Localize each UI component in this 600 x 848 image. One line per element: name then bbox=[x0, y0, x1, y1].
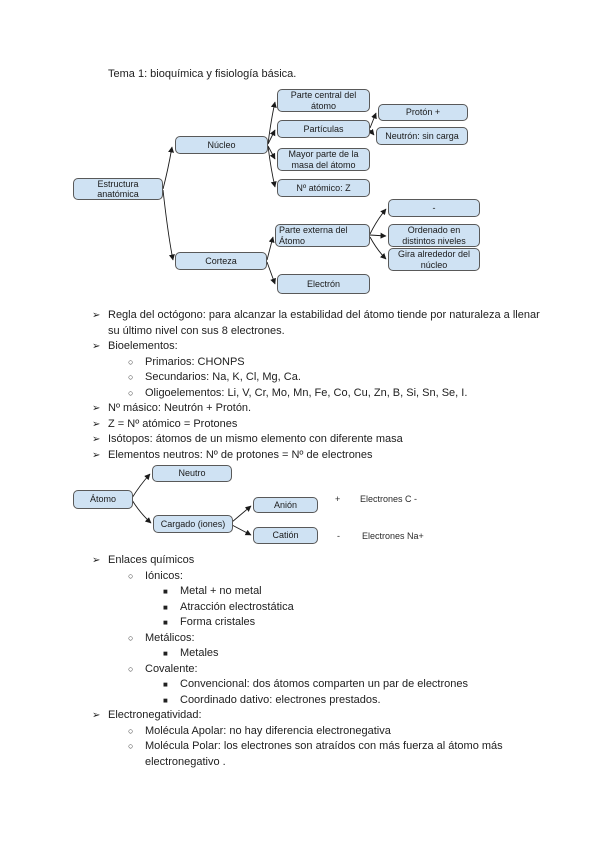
cation-annotation: - Electrones Na+ bbox=[337, 531, 424, 541]
list-item: ➢Regla del octógono: para alcanzar la es… bbox=[92, 308, 548, 339]
bullet-circle: ○ bbox=[128, 741, 134, 751]
bullet-circle: ○ bbox=[128, 632, 134, 643]
notes-top: ➢Regla del octógono: para alcanzar la es… bbox=[92, 308, 548, 463]
node-gira-alrededor: Gira alrededor del núcleo bbox=[388, 248, 480, 271]
node-anion: Anión bbox=[253, 497, 318, 513]
node-mayor-parte-masa: Mayor parte de la masa del átomo bbox=[277, 148, 370, 171]
bullet-square: ■ bbox=[163, 602, 168, 612]
list-item: ➢Enlaces químicos bbox=[92, 553, 548, 569]
node-cargado-iones: Cargado (iones) bbox=[153, 515, 233, 533]
list-item: ➢Z = Nº atómico = Protones bbox=[92, 417, 548, 433]
bullet-square: ■ bbox=[163, 618, 168, 627]
bullet-circle: ○ bbox=[128, 387, 134, 398]
bullet-arrow: ➢ bbox=[92, 418, 101, 430]
list-item: ○Molécula Polar: los electrones son atra… bbox=[128, 739, 548, 770]
bullet-circle: ○ bbox=[128, 663, 134, 674]
list-item: ○Iónicos: bbox=[128, 569, 548, 585]
minus-sign: - bbox=[337, 531, 340, 541]
list-item: ○Secundarios: Na, K, Cl, Mg, Ca. bbox=[128, 370, 548, 386]
bullet-square: ■ bbox=[163, 649, 168, 658]
node-neutro: Neutro bbox=[152, 465, 232, 482]
list-item: ○Metálicos: bbox=[128, 631, 548, 647]
node-estructura-anatomica: Estructura anatómica bbox=[73, 178, 163, 200]
list-item: ➢Bioelementos: bbox=[92, 339, 548, 355]
list-item: ■Convencional: dos átomos comparten un p… bbox=[163, 677, 548, 693]
bullet-arrow: ➢ bbox=[92, 710, 101, 721]
node-electron: Electrón bbox=[277, 274, 370, 294]
node-numero-atomico: Nº atómico: Z bbox=[277, 179, 370, 197]
bullet-square: ■ bbox=[163, 695, 168, 705]
node-carga-negativa: - bbox=[388, 199, 480, 217]
bullet-arrow: ➢ bbox=[92, 403, 101, 414]
list-item: ➢Elementos neutros: Nº de protones = Nº … bbox=[92, 448, 548, 464]
node-ordenado-niveles: Ordenado en distintos niveles bbox=[388, 224, 480, 247]
page-title: Tema 1: bioquímica y fisiología básica. bbox=[108, 68, 297, 80]
node-atomo: Átomo bbox=[73, 490, 133, 509]
node-neutron: Neutrón: sin carga bbox=[376, 127, 468, 145]
bullet-circle: ○ bbox=[128, 725, 134, 736]
list-item: ○Covalente: bbox=[128, 662, 548, 678]
list-item: ■Coordinado dativo: electrones prestados… bbox=[163, 693, 548, 709]
bullet-square: ■ bbox=[163, 587, 168, 596]
list-item: ➢Nº másico: Neutrón + Protón. bbox=[92, 401, 548, 417]
bullet-circle: ○ bbox=[128, 570, 134, 581]
list-item: ■Forma cristales bbox=[163, 615, 548, 631]
list-item: ■Atracción electrostática bbox=[163, 600, 548, 616]
list-item: ■Metal + no metal bbox=[163, 584, 548, 600]
node-nucleo: Núcleo bbox=[175, 136, 268, 154]
node-corteza: Corteza bbox=[175, 252, 267, 270]
anion-annotation: + Electrones C - bbox=[335, 494, 417, 504]
bullet-circle: ○ bbox=[128, 372, 134, 382]
node-particulas: Partículas bbox=[277, 120, 370, 138]
node-cation: Catión bbox=[253, 527, 318, 544]
plus-sign: + bbox=[335, 494, 341, 504]
node-parte-central: Parte central del átomo bbox=[277, 89, 370, 112]
anion-annotation-text: Electrones C - bbox=[360, 494, 418, 504]
list-item: ○Primarios: CHONPS bbox=[128, 355, 548, 371]
node-proton: Protón + bbox=[378, 104, 468, 121]
list-item: ➢Isótopos: átomos de un mismo elemento c… bbox=[92, 432, 548, 448]
bullet-circle: ○ bbox=[128, 356, 134, 367]
list-item: ■Metales bbox=[163, 646, 548, 662]
bullet-arrow: ➢ bbox=[92, 341, 101, 352]
cation-annotation-text: Electrones Na+ bbox=[362, 531, 424, 541]
bullet-arrow: ➢ bbox=[92, 449, 101, 461]
notes-bottom: ➢Enlaces químicos ○Iónicos: ■Metal + no … bbox=[92, 553, 548, 770]
bullet-arrow: ➢ bbox=[92, 434, 101, 445]
bullet-arrow: ➢ bbox=[92, 310, 101, 321]
list-item: ○Oligoelementos: Li, V, Cr, Mo, Mn, Fe, … bbox=[128, 386, 548, 402]
list-item: ➢Electronegatividad: bbox=[92, 708, 548, 724]
bullet-square: ■ bbox=[163, 680, 168, 689]
bullet-arrow: ➢ bbox=[92, 555, 101, 566]
list-item: ○Molécula Apolar: no hay diferencia elec… bbox=[128, 724, 548, 740]
node-parte-externa: Parte externa del Átomo bbox=[275, 224, 370, 247]
